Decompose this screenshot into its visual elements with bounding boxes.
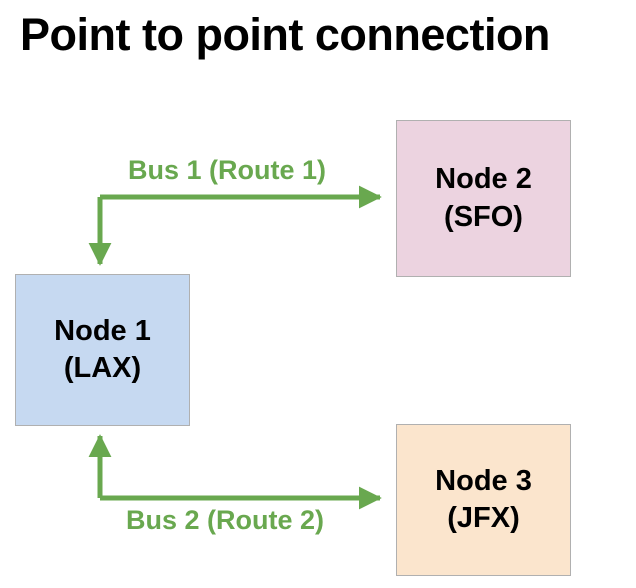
edge-label-bus-2: Bus 2 (Route 2): [126, 505, 325, 535]
node-1-title: Node 1: [54, 314, 151, 347]
node-box-node-1[interactable]: Node 1 (LAX): [15, 274, 190, 426]
node-3-title: Node 3: [435, 464, 532, 497]
node-1-subtitle: (LAX): [63, 352, 142, 384]
page-title: Point to point connection: [20, 9, 550, 60]
node-2-title: Node 2: [435, 163, 532, 196]
node-box-node-2[interactable]: Node 2 (SFO): [396, 120, 571, 277]
node-box-node-3[interactable]: Node 3 (JFX): [396, 424, 571, 576]
edge-label-bus-1: Bus 1 (Route 1): [128, 155, 327, 185]
node-3-subtitle: (JFX): [447, 502, 520, 534]
node-2-subtitle: (SFO): [444, 200, 523, 233]
